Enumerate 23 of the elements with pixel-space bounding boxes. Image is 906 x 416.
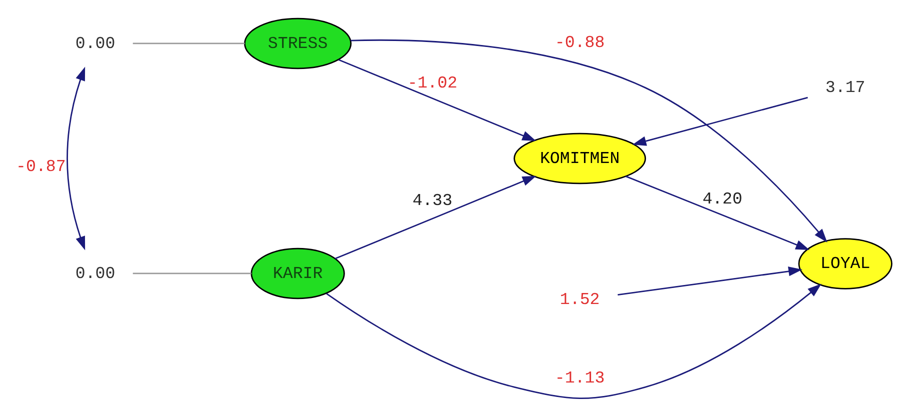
arrow	[350, 39, 828, 242]
node-text: 0.00	[75, 33, 116, 52]
node-ellipse: KARIR	[250, 247, 345, 299]
node-text: 1.52	[560, 290, 600, 309]
node-text: 3.17	[825, 78, 866, 97]
arrow	[334, 175, 536, 259]
node-text: 0.00	[75, 263, 116, 282]
arrow	[66, 66, 86, 250]
edge-label: 4.33	[412, 190, 452, 210]
edge-label: -1.02	[408, 72, 458, 92]
arrow	[618, 266, 802, 295]
connector	[132, 42, 245, 44]
edge-label: -1.13	[554, 368, 605, 387]
edge-label: -0.87	[16, 156, 66, 176]
arrow	[626, 175, 810, 250]
node-ellipse: LOYAL	[798, 238, 892, 289]
arrow	[326, 283, 822, 398]
arrow	[632, 96, 808, 146]
node-ellipse: STRESS	[244, 17, 352, 69]
edge-label: -0.88	[554, 32, 605, 52]
edge-label: 4.20	[702, 189, 742, 208]
connector	[132, 272, 252, 274]
arrow	[338, 58, 536, 141]
